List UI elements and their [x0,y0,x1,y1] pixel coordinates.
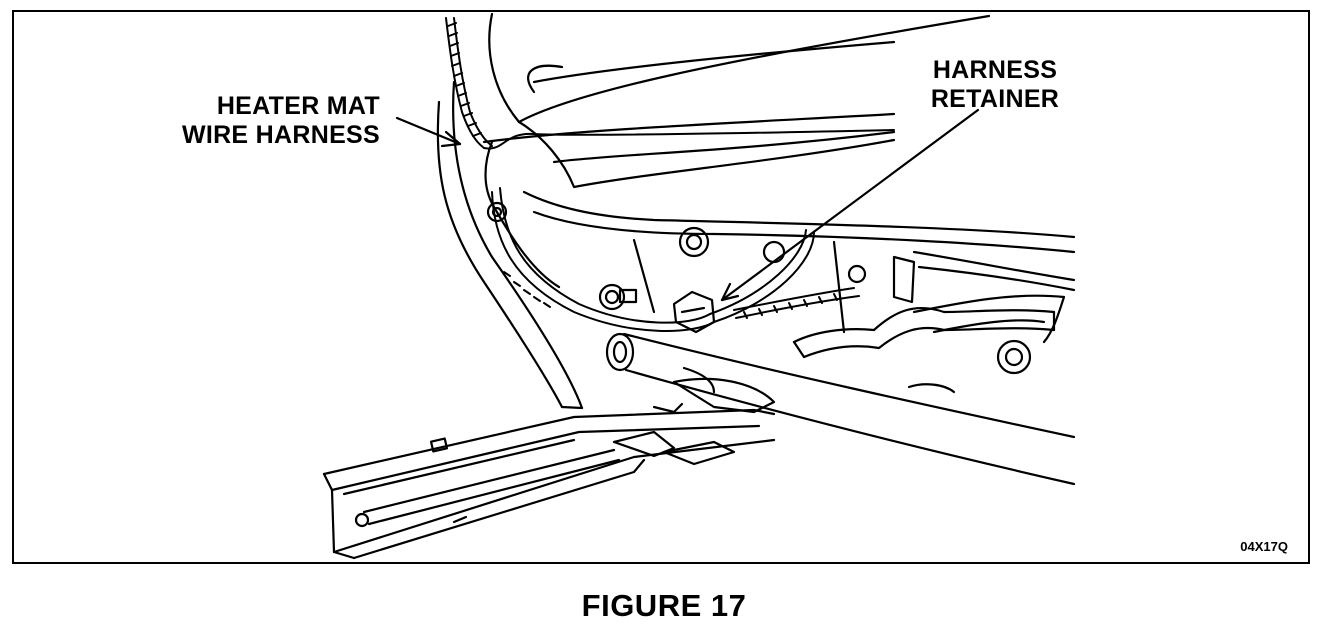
seat-adjuster-mechanism [598,226,1076,414]
harness-retainer-label: HARNESS RETAINER [920,56,1070,114]
seat-track-illustration [322,12,1076,560]
diagram-frame: HEATER MAT WIRE HARNESS HARNESS RETAINER… [12,10,1310,564]
seat-cushion-outline [482,12,1076,254]
harness-retainer-label-line2: RETAINER [930,85,1060,113]
figure-caption: FIGURE 17 [581,588,747,623]
seat-cross-tube [605,332,1076,486]
seat-back-panel [436,80,584,410]
seat-pivot-bracket [792,307,1056,359]
harness-retainer-label-line1: HARNESS [932,56,1058,84]
harness-retainer-clip [672,290,716,334]
figure-code: 04X17Q [1240,539,1288,554]
heater-mat-wire-harness [445,17,895,332]
heater-mat-label-line1: HEATER MAT [216,92,380,120]
heater-mat-label-line2: WIRE HARNESS [181,121,380,149]
callout-leaders [395,108,980,302]
heater-mat-wire-harness-label: HEATER MAT WIRE HARNESS [182,92,380,150]
seat-track-rail [322,402,776,560]
